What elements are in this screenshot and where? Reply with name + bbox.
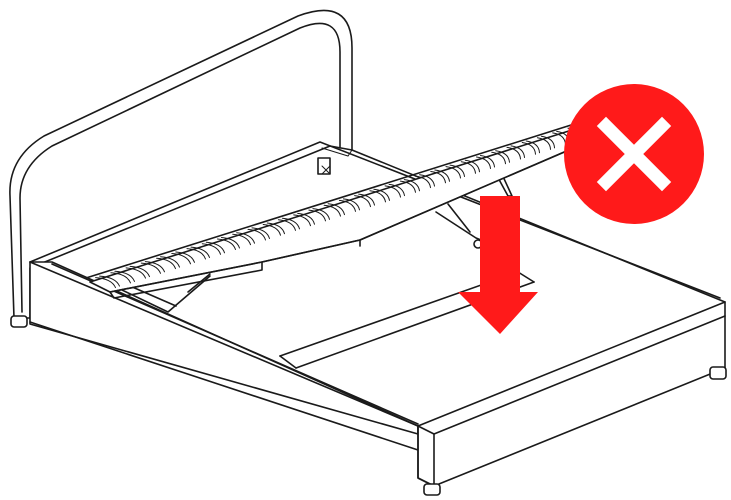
slat [232, 233, 251, 246]
slat-edge [266, 222, 285, 235]
slat [171, 253, 191, 265]
slat-edge [190, 246, 210, 258]
slat [536, 137, 551, 150]
slat [369, 190, 386, 203]
bed-frame-interior [29, 141, 726, 369]
slat-edge [510, 145, 525, 158]
slat [308, 209, 326, 222]
slat-edge [434, 169, 450, 182]
front-foot [423, 483, 441, 496]
slat [399, 180, 416, 193]
slat-edge [480, 155, 495, 168]
slat [140, 262, 161, 274]
slat [247, 228, 266, 241]
warning-badge [564, 84, 704, 224]
slat [95, 277, 116, 289]
slat [338, 199, 356, 212]
slat [384, 185, 401, 198]
arrow-down-icon [458, 196, 538, 334]
slat-edge [342, 198, 360, 211]
slats [95, 116, 615, 289]
slat-edge [175, 251, 195, 263]
slat [323, 204, 341, 217]
slat [277, 219, 296, 231]
slat [201, 243, 221, 255]
slat [262, 224, 281, 236]
slat-edge [160, 256, 180, 268]
left-side-rail [29, 261, 419, 451]
headboard-foot [10, 315, 28, 328]
slat-edge [251, 227, 270, 239]
slat [110, 272, 131, 284]
slat [186, 248, 206, 260]
slat-edge [129, 265, 150, 278]
slat-edge [281, 217, 300, 230]
slat [293, 214, 311, 227]
slat [460, 161, 476, 174]
slat-edge [327, 203, 345, 216]
slat-edge [449, 164, 465, 177]
headboard [9, 9, 353, 328]
slat-edge [221, 237, 240, 249]
slat [156, 257, 176, 270]
slat [125, 267, 146, 279]
slat-edge [495, 150, 510, 163]
foot-rail [417, 301, 727, 496]
slat [415, 175, 431, 189]
slat-edge [205, 241, 225, 254]
slat-edge [312, 208, 330, 220]
slat [521, 142, 536, 155]
arrow-shape [458, 196, 538, 334]
slat-edge [99, 275, 120, 287]
slat-edge [297, 212, 315, 225]
slat [445, 166, 461, 179]
slat [491, 151, 506, 165]
slat-edge [403, 179, 420, 192]
slat [217, 238, 236, 250]
slat-edge [464, 159, 480, 173]
close-icon [596, 116, 672, 192]
slat-edge [388, 183, 405, 197]
right-foot [709, 366, 727, 380]
slat [506, 146, 521, 160]
slat-edge [540, 135, 555, 149]
slat-edge [144, 261, 165, 273]
slat [430, 171, 446, 184]
slat-edge [358, 193, 375, 206]
slat [476, 156, 491, 169]
slat-edge [114, 270, 135, 282]
slat-edge [419, 174, 435, 187]
slat-edge [236, 232, 255, 244]
slat-edge [525, 140, 540, 154]
slat-edge [373, 188, 390, 201]
slat [354, 195, 371, 208]
lift-mechanism [121, 169, 513, 313]
